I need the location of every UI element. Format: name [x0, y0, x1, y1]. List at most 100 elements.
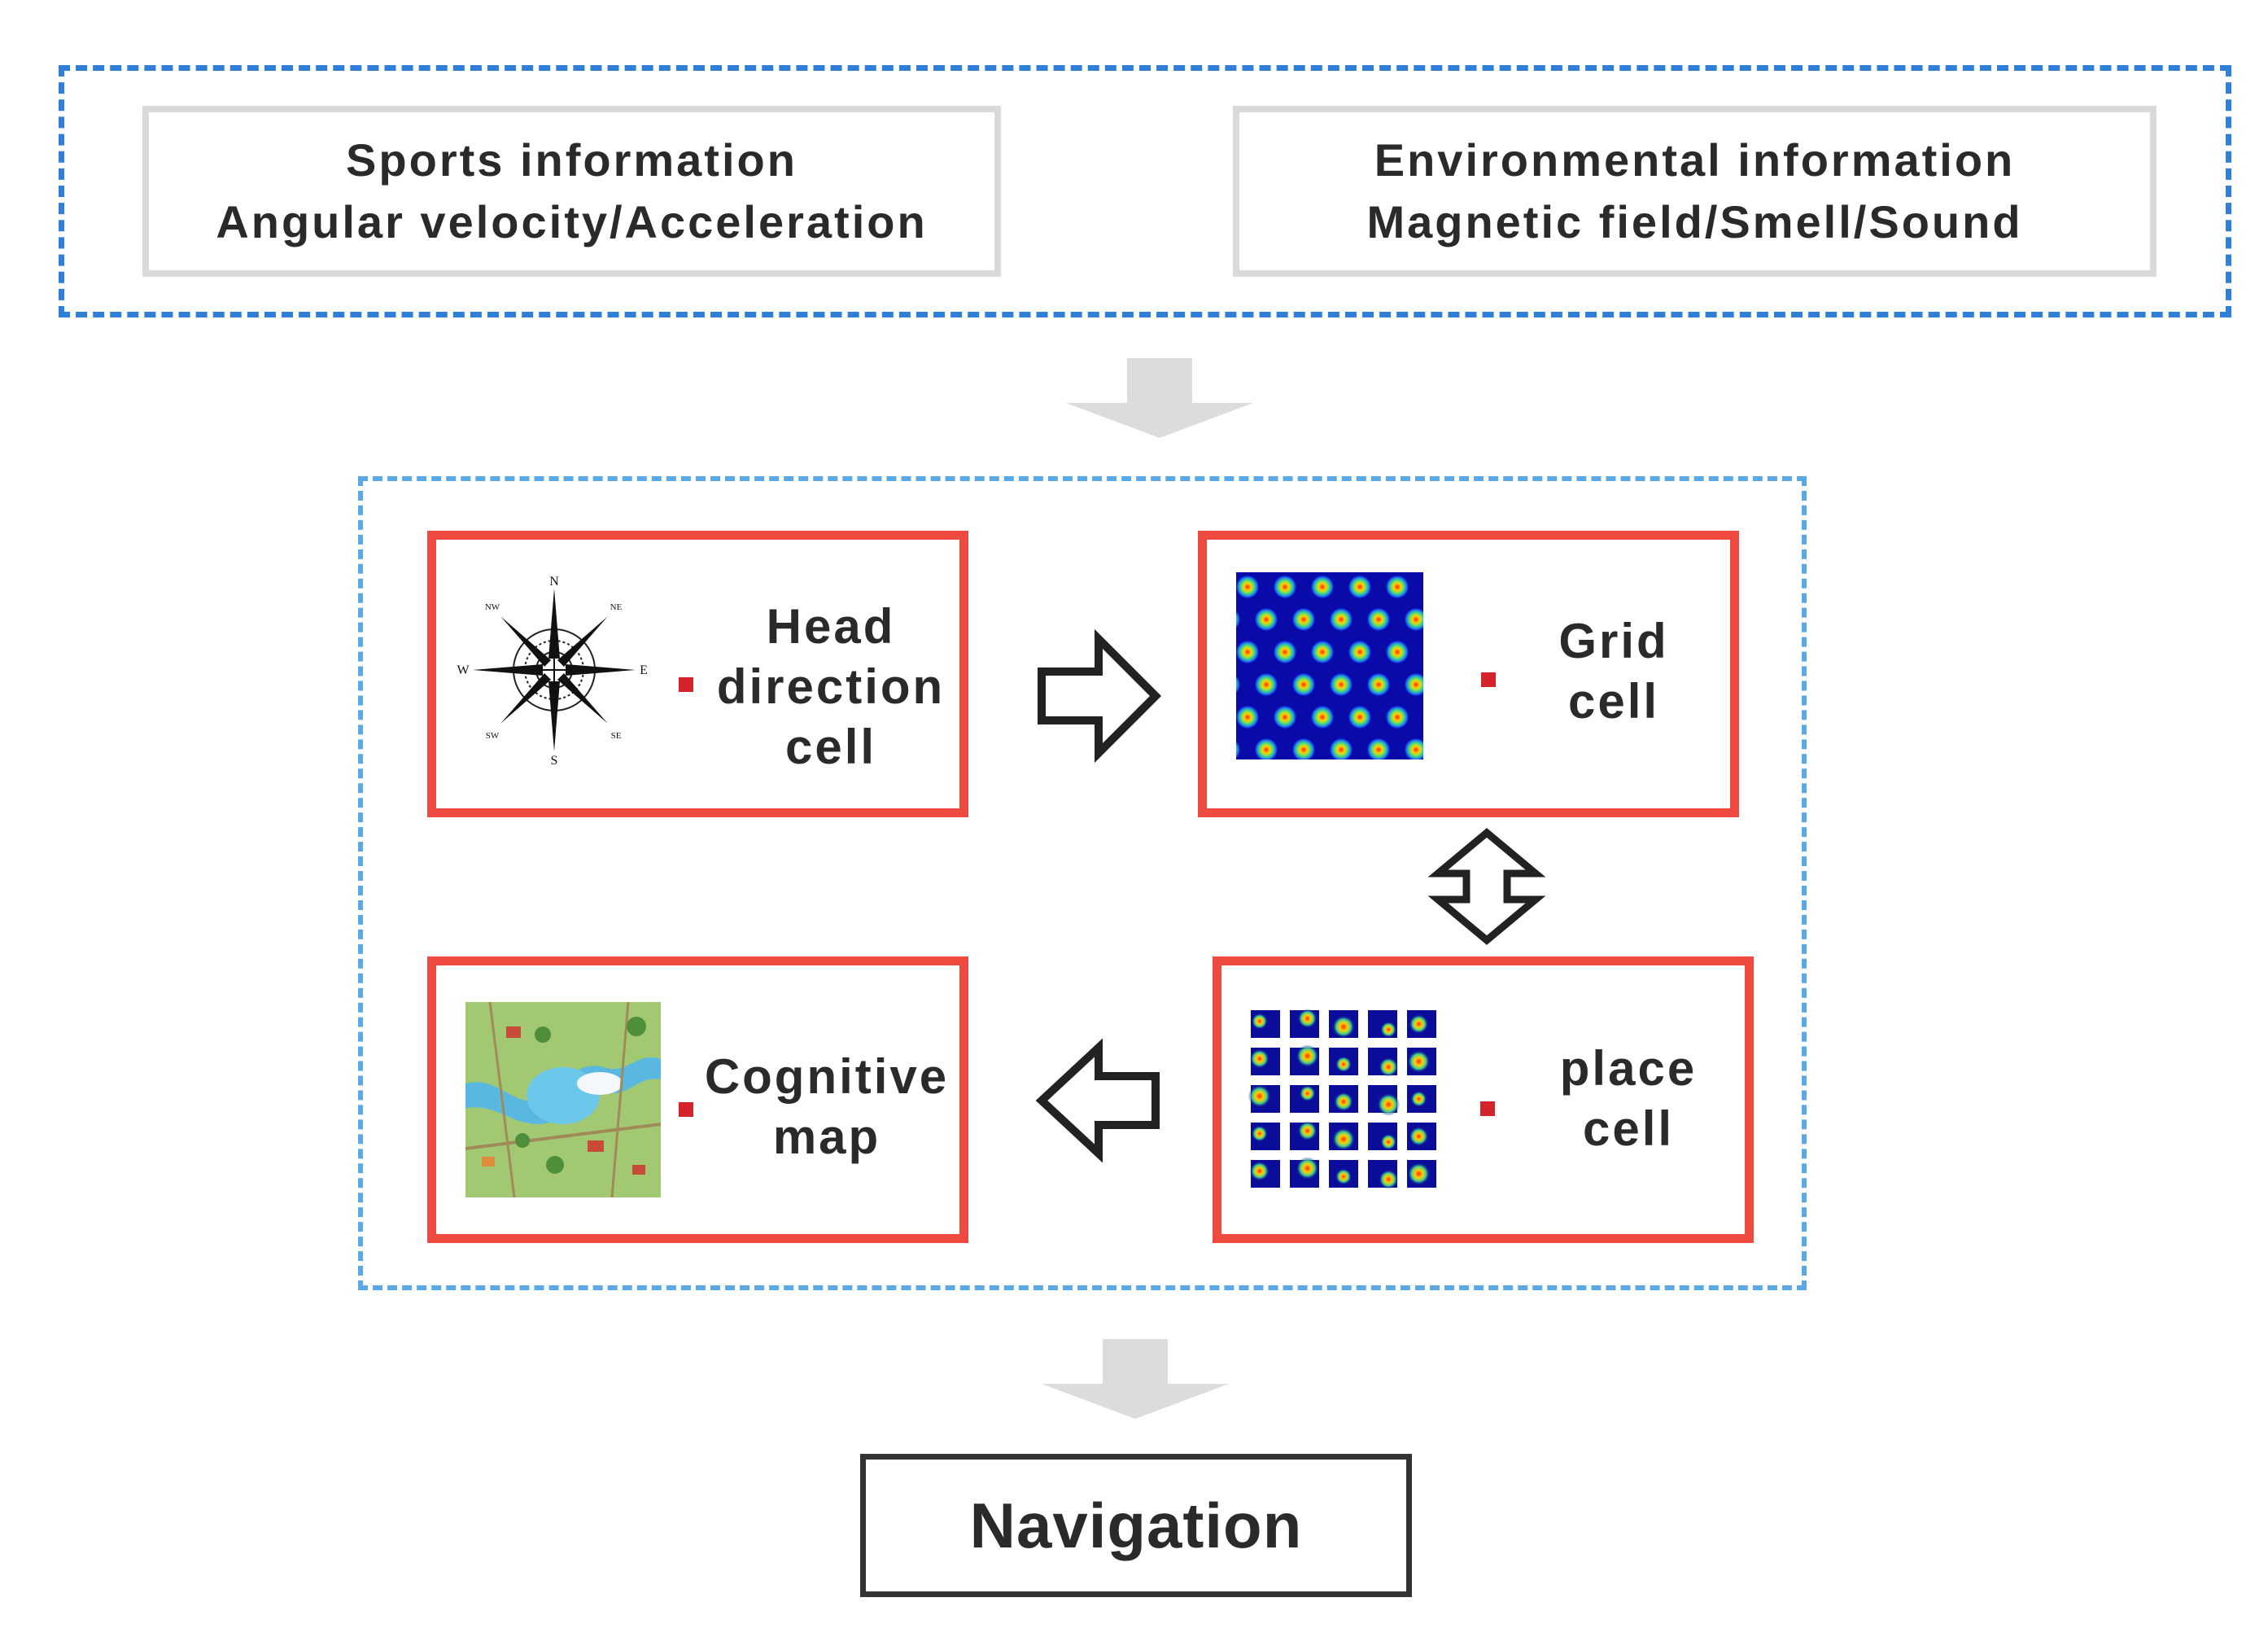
grid-firing-field — [1348, 770, 1372, 794]
grid-firing-field — [1366, 738, 1391, 759]
grid-firing-field — [1254, 738, 1278, 759]
place-cell-label-line2: cell — [1582, 1101, 1675, 1156]
grid-firing-field — [1329, 672, 1353, 697]
head-direction-cell-box: N S E W NE NW SE SW Head direction cell — [427, 531, 968, 817]
grid-firing-field — [1460, 575, 1484, 599]
grid-firing-field — [1385, 770, 1409, 794]
grid-firing-field — [1422, 582, 1423, 592]
cognitive-map-image — [465, 1001, 662, 1198]
cognitive-map-bullet — [679, 1102, 693, 1117]
grid-firing-field — [1329, 542, 1353, 567]
sports-information-box: Sports information Angular velocity/Acce… — [142, 106, 1001, 277]
sports-information-title: Sports information — [346, 134, 798, 186]
grid-firing-field — [1422, 770, 1447, 794]
grid-firing-field — [1385, 705, 1409, 729]
grid-firing-field — [1291, 542, 1316, 567]
place-firing-map-tile — [1407, 1085, 1436, 1113]
grid-firing-field — [1441, 672, 1466, 697]
compass-label-se: SE — [611, 731, 622, 741]
grid-firing-field — [1441, 607, 1466, 632]
grid-firing-field — [1273, 640, 1297, 664]
grid-firing-field — [1348, 575, 1372, 599]
arrow-left-icon — [1035, 1038, 1160, 1163]
grid-firing-field — [1291, 672, 1316, 697]
flow-arrow-down-1 — [1066, 358, 1253, 438]
grid-firing-field — [1404, 542, 1428, 567]
place-firing-map-tile — [1251, 1010, 1280, 1038]
environmental-information-box: Environmental information Magnetic field… — [1233, 106, 2157, 277]
place-firing-map-tile — [1290, 1009, 1319, 1038]
place-firing-map-tile — [1368, 1048, 1399, 1077]
place-firing-map-tile — [1290, 1085, 1319, 1113]
grid-firing-field — [1310, 575, 1335, 599]
place-firing-map-tile — [1290, 1044, 1319, 1075]
grid-firing-field — [1422, 712, 1423, 722]
compass-label-sw: SW — [486, 731, 500, 741]
grid-firing-field — [1273, 575, 1297, 599]
grid-firing-field — [1236, 610, 1241, 629]
compass-label-ne: NE — [610, 602, 623, 612]
place-cell-bullet — [1480, 1101, 1495, 1116]
grid-firing-field — [1235, 770, 1260, 794]
environmental-information-title: Environmental information — [1374, 134, 2016, 186]
place-firing-map-tile — [1407, 1010, 1436, 1038]
grid-firing-field — [1217, 542, 1241, 567]
cognitive-map-label: Cognitive map — [693, 1047, 961, 1167]
grid-firing-field — [1404, 738, 1423, 759]
grid-firing-field — [1404, 672, 1423, 697]
place-firing-map-tile — [1249, 1160, 1280, 1188]
place-firing-map-tile — [1368, 1085, 1401, 1116]
arrow-up-down-icon — [1427, 828, 1546, 945]
grid-firing-field — [1198, 770, 1222, 794]
grid-firing-field — [1291, 607, 1316, 632]
grid-firing-field — [1329, 607, 1353, 632]
place-cell-box: place cell — [1213, 956, 1754, 1243]
grid-firing-field — [1385, 575, 1409, 599]
grid-firing-field — [1254, 672, 1278, 697]
grid-cell-label: Grid cell — [1532, 611, 1695, 732]
grid-firing-field — [1441, 542, 1466, 567]
grid-cell-firing-map — [1236, 572, 1423, 759]
place-firing-map-tile — [1329, 1048, 1358, 1075]
grid-firing-field — [1236, 640, 1260, 664]
grid-firing-field — [1198, 705, 1222, 729]
environmental-information-detail: Magnetic field/Smell/Sound — [1366, 196, 2023, 247]
grid-firing-field — [1236, 675, 1241, 694]
head-direction-label-line2: direction — [716, 659, 946, 714]
place-cell-firing-maps — [1248, 1009, 1436, 1189]
place-firing-map-tile — [1251, 1123, 1280, 1150]
place-cell-label: place cell — [1539, 1039, 1718, 1159]
place-cell-label-line1: place — [1559, 1041, 1698, 1096]
grid-firing-field — [1236, 740, 1241, 759]
cognitive-map-label-line1: Cognitive — [704, 1049, 950, 1104]
sports-information-detail: Angular velocity/Acceleration — [216, 196, 928, 247]
grid-firing-field — [1310, 640, 1335, 664]
grid-firing-field — [1236, 575, 1260, 599]
grid-firing-field — [1348, 705, 1372, 729]
grid-firing-field — [1404, 607, 1423, 632]
grid-cell-label-line1: Grid — [1558, 614, 1669, 668]
inputs-container — [59, 65, 2231, 317]
compass-label-e: E — [640, 663, 648, 677]
navigation-label: Navigation — [969, 1489, 1303, 1561]
grid-firing-field — [1198, 640, 1222, 664]
grid-firing-field — [1329, 738, 1353, 759]
grid-firing-field — [1310, 770, 1335, 794]
head-direction-label-line1: Head — [766, 599, 896, 654]
compass-label-w: W — [457, 663, 470, 677]
arrow-right-icon — [1038, 628, 1162, 764]
grid-cell-label-line2: cell — [1567, 674, 1660, 729]
head-direction-bullet — [679, 677, 693, 692]
place-firing-map-tile — [1329, 1123, 1358, 1151]
head-direction-label: Head direction cell — [697, 597, 965, 777]
grid-firing-field — [1479, 542, 1503, 567]
cognitive-map-label-line2: map — [772, 1110, 881, 1164]
grid-firing-field — [1273, 705, 1297, 729]
cognitive-map-box: Cognitive map — [427, 956, 968, 1243]
grid-cell-box: Grid cell — [1198, 531, 1739, 817]
grid-firing-field — [1198, 575, 1222, 599]
grid-firing-field — [1385, 640, 1409, 664]
grid-firing-field — [1460, 705, 1484, 729]
grid-firing-field — [1254, 607, 1278, 632]
navigation-box: Navigation — [860, 1454, 1412, 1597]
